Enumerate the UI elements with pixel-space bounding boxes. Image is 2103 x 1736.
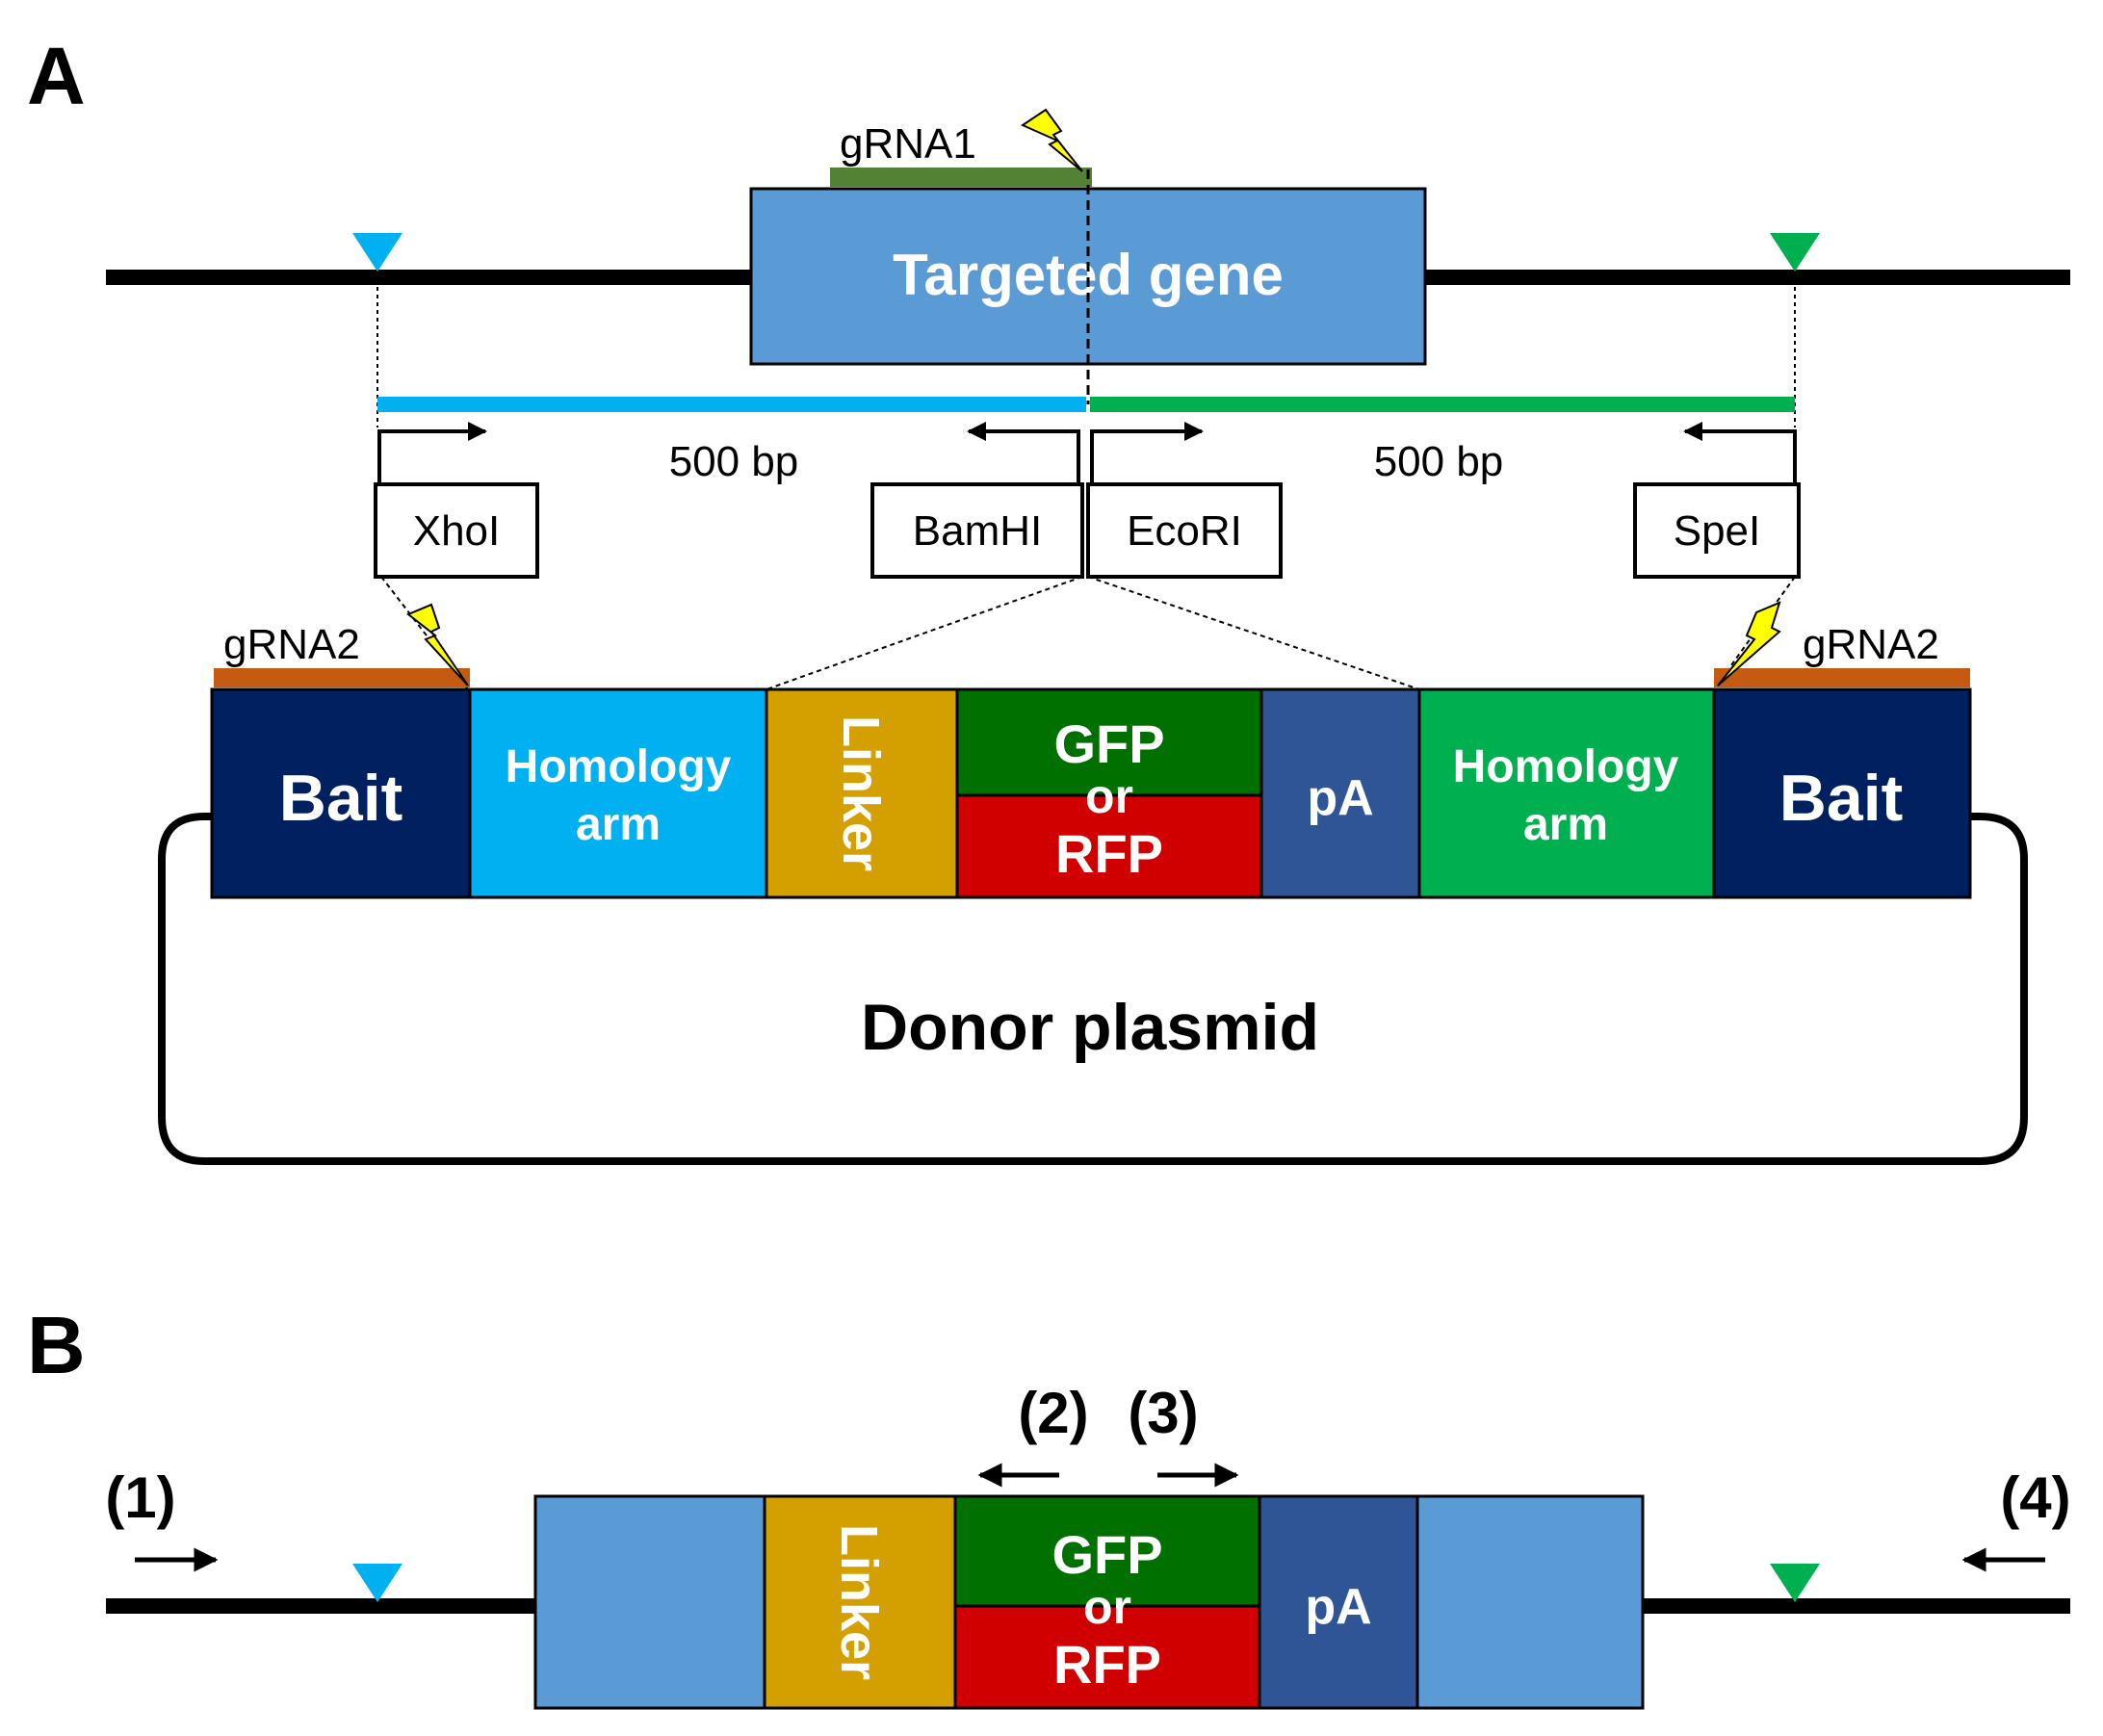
panel-a-label: A <box>27 31 86 121</box>
donor-plasmid-loop <box>158 813 2028 1165</box>
xhoi-primer-arrow-icon <box>377 422 487 484</box>
b-left-gene-block <box>533 1494 766 1710</box>
panel-b-label: B <box>27 1300 86 1390</box>
bamhi-site-box <box>870 482 1084 579</box>
homology-arm-right-label-1: Homology <box>1453 741 1679 792</box>
b-rfp-label: RFP <box>1053 1634 1161 1695</box>
b-pa-block <box>1258 1494 1419 1710</box>
primer-2-label: (2) <box>1018 1381 1088 1445</box>
b-pa-label: pA <box>1305 1579 1371 1635</box>
left-marker-triangle-icon <box>352 233 402 272</box>
right-homology-bar <box>1090 397 1795 412</box>
homology-arm-left-block <box>468 687 768 899</box>
b-right-marker-triangle-icon <box>1770 1564 1820 1602</box>
b-rfp-block <box>953 1604 1261 1710</box>
rfp-label: RFP <box>1055 823 1163 884</box>
grna2-right-bar <box>1714 668 1970 687</box>
bamhi-primer-arrow-icon <box>967 422 1080 484</box>
homology-arm-right-label-2: arm <box>1523 799 1608 850</box>
b-or-label: or <box>1083 1580 1131 1634</box>
homology-arm-right-block <box>1417 687 1716 899</box>
bamhi-label: BamHI <box>913 507 1042 555</box>
projection-lines <box>380 576 1796 690</box>
bait-left-label: Bait <box>279 762 402 835</box>
grna2-left-label: gRNA2 <box>223 621 360 668</box>
spei-label: SpeI <box>1674 507 1761 555</box>
bait-right-block <box>1712 687 1972 899</box>
b-linker-label: Linker <box>830 1524 888 1680</box>
bait-right-label: Bait <box>1779 762 1903 835</box>
ecori-primer-arrow-icon <box>1090 422 1204 484</box>
left-homology-bar <box>377 397 1086 412</box>
grna2-left-bar <box>214 668 470 687</box>
grna1-bar <box>830 168 1092 187</box>
grna2-left-lightning-icon <box>406 603 469 687</box>
right-marker-triangle-icon <box>1770 233 1820 272</box>
pa-label: pA <box>1307 770 1373 826</box>
b-left-marker-triangle-icon <box>352 1564 402 1602</box>
pa-block <box>1259 687 1421 899</box>
right-length-label: 500 bp <box>1374 438 1504 485</box>
primer-1-label: (1) <box>105 1465 175 1530</box>
spei-primer-arrow-icon <box>1683 422 1797 484</box>
b-right-gene-block <box>1415 1494 1645 1710</box>
b-linker-block <box>763 1494 957 1710</box>
primer-3-label: (3) <box>1128 1381 1198 1445</box>
homology-arm-left-label-2: arm <box>576 799 661 850</box>
grna1-label: gRNA1 <box>840 120 976 168</box>
cut-site-lightning-icon <box>1020 108 1083 172</box>
grna2-right-label: gRNA2 <box>1803 621 1939 668</box>
linker-label: Linker <box>832 715 890 871</box>
left-length-label: 500 bp <box>669 438 799 485</box>
homology-arm-left-label-1: Homology <box>506 741 732 792</box>
ecori-site-box <box>1086 482 1283 579</box>
or-label: or <box>1085 769 1133 823</box>
primer-4-label: (4) <box>2000 1465 2070 1530</box>
gfp-label: GFP <box>1053 713 1164 774</box>
xhoi-label: XhoI <box>413 507 501 555</box>
spei-site-box <box>1633 482 1801 579</box>
donor-plasmid-label: Donor plasmid <box>861 991 1319 1064</box>
b-gfp-label: GFP <box>1052 1524 1162 1585</box>
grna2-right-lightning-icon <box>1717 601 1781 687</box>
xhoi-site-box <box>374 482 539 579</box>
ecori-label: EcoRI <box>1127 507 1242 555</box>
